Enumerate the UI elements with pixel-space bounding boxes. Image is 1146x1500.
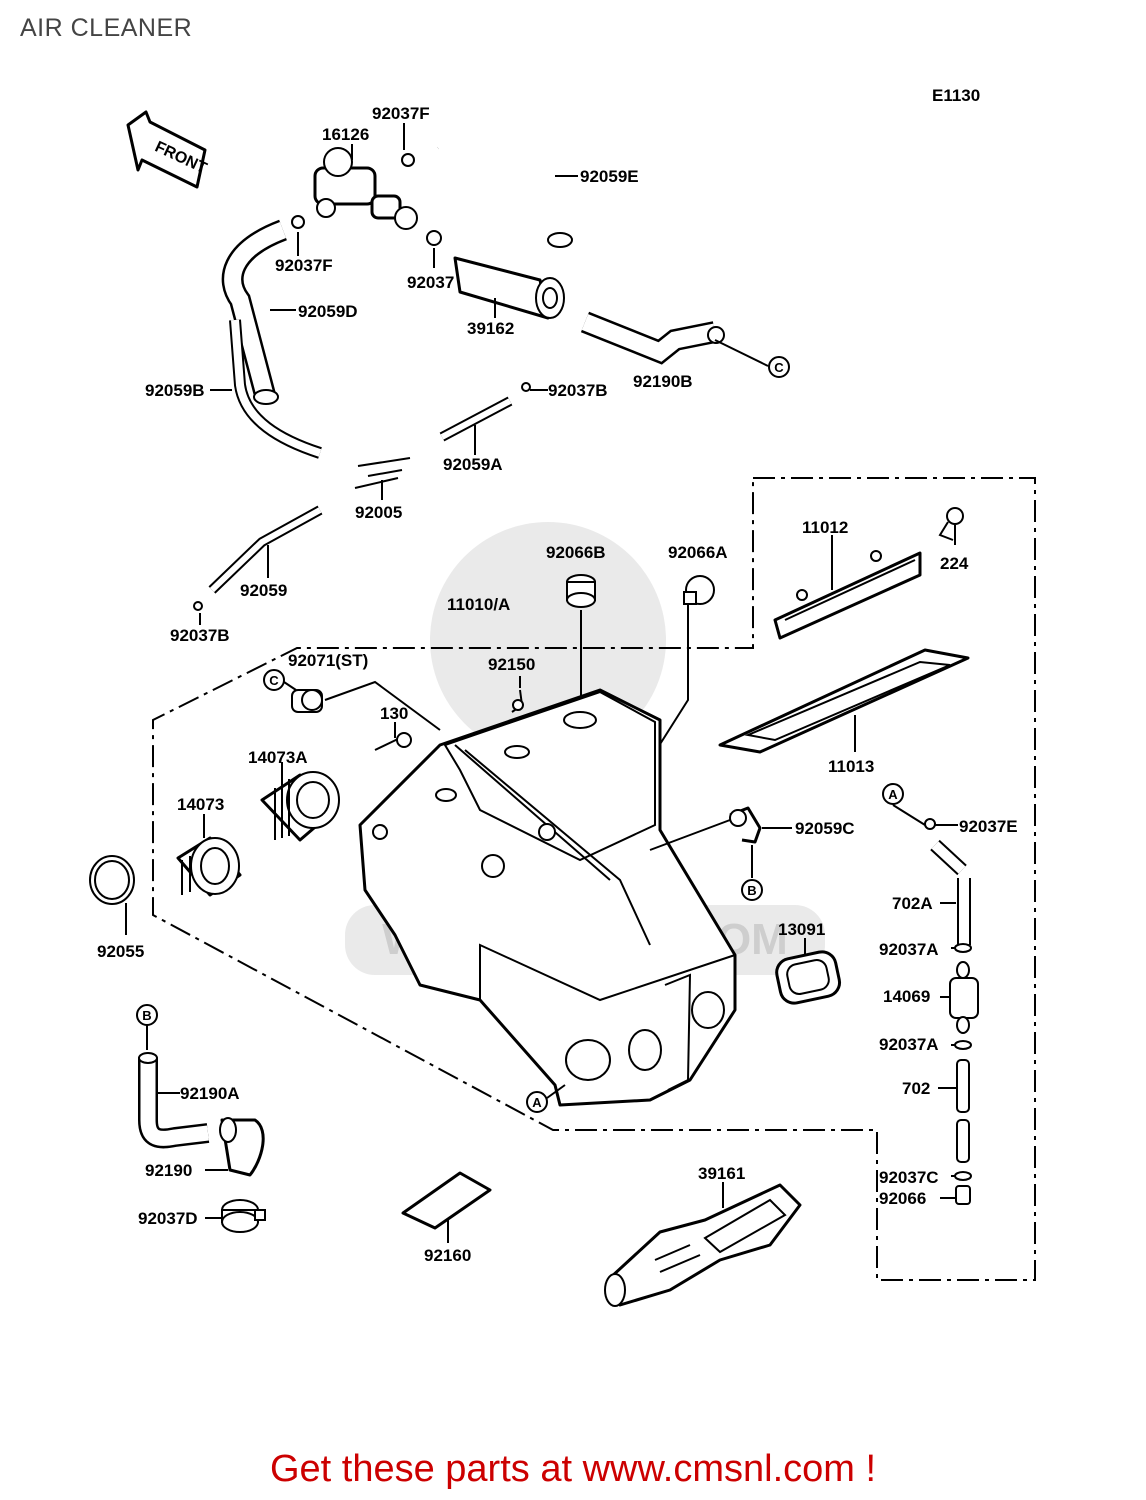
ref-C-upper: C	[768, 356, 790, 378]
label-92055: 92055	[97, 942, 144, 961]
air-cleaner-housing	[358, 688, 737, 1107]
valve-16126	[313, 147, 418, 230]
duct-39161	[604, 1182, 802, 1307]
elbow-92059C	[649, 806, 792, 878]
label-92059C: 92059C	[795, 819, 855, 838]
label-92059A: 92059A	[443, 455, 503, 474]
label-702: 702	[902, 1079, 930, 1098]
label-92150: 92150	[488, 655, 535, 674]
label-92037D: 92037D	[138, 1209, 198, 1228]
plate-92160	[401, 1171, 492, 1243]
label-16126: 16126	[322, 125, 369, 144]
drain-chain	[892, 804, 979, 1205]
lower-left-hoses	[138, 1025, 266, 1233]
label-92037C: 92037C	[879, 1168, 939, 1187]
pad-13091	[775, 938, 842, 1005]
ring-92055	[89, 855, 135, 935]
label-92190: 92190	[145, 1161, 192, 1180]
duct-14073A	[260, 762, 340, 842]
ref-C-lower: C	[263, 669, 285, 691]
label-92037F-top: 92037F	[372, 104, 430, 123]
label-92037B-low: 92037B	[170, 626, 230, 645]
label-702A: 702A	[892, 894, 933, 913]
label-92066A: 92066A	[668, 543, 728, 562]
leader-lines	[199, 123, 769, 625]
svg-text:B: B	[142, 1008, 151, 1023]
label-92037F-mid: 92037F	[275, 256, 333, 275]
ref-B-right: B	[741, 879, 763, 901]
cap-92066A	[649, 575, 715, 761]
upper-hose-group	[193, 120, 725, 611]
label-92190B: 92190B	[633, 372, 693, 391]
element-11013	[718, 648, 970, 754]
grommet-92071	[291, 680, 441, 731]
duct-14073	[176, 814, 242, 897]
ref-A-upper: A	[882, 783, 904, 805]
label-92190A: 92190A	[180, 1084, 240, 1103]
label-92059: 92059	[240, 581, 287, 600]
label-92059E: 92059E	[580, 167, 639, 186]
label-14073A: 14073A	[248, 748, 308, 767]
svg-text:A: A	[888, 787, 898, 802]
ref-B-left: B	[136, 1004, 158, 1026]
label-92160: 92160	[424, 1246, 471, 1265]
bracket-11012	[773, 535, 922, 640]
label-13091: 13091	[778, 920, 825, 939]
label-92066: 92066	[879, 1189, 926, 1208]
label-14073: 14073	[177, 795, 224, 814]
clamp-92037F-top	[401, 153, 415, 167]
label-92037E: 92037E	[959, 817, 1018, 836]
label-92005: 92005	[355, 503, 402, 522]
label-92037: 92037	[407, 273, 454, 292]
diagram-code: E1130	[932, 86, 980, 105]
screw-224	[938, 507, 964, 545]
label-224: 224	[940, 554, 969, 573]
label-92037B-top: 92037B	[548, 381, 608, 400]
page-title: AIR CLEANER	[20, 14, 193, 42]
bolt-130	[374, 722, 412, 751]
part-labels: 92037F 16126 92059E 92037F 92037 92059D …	[97, 104, 1018, 1265]
svg-text:B: B	[747, 883, 756, 898]
label-92037A-1: 92037A	[879, 940, 939, 959]
label-92059D: 92059D	[298, 302, 358, 321]
assembly-outline	[152, 477, 1036, 1281]
promo-link[interactable]: Get these parts at www.cmsnl.com !	[269, 1448, 877, 1490]
label-130: 130	[380, 704, 408, 723]
label-11010A: 11010/A	[447, 595, 510, 614]
front-arrow: FRONT	[126, 110, 209, 189]
ref-A-lower: A	[526, 1091, 548, 1113]
label-11013: 11013	[828, 757, 874, 776]
clamp-92037	[426, 230, 442, 246]
label-92059B: 92059B	[145, 381, 205, 400]
svg-text:C: C	[774, 360, 784, 375]
label-92066B: 92066B	[546, 543, 606, 562]
label-92037A-2: 92037A	[879, 1035, 939, 1054]
screw-92150	[511, 676, 524, 713]
label-39161: 39161	[698, 1164, 745, 1183]
svg-text:A: A	[532, 1095, 542, 1110]
svg-text:C: C	[269, 673, 279, 688]
filter-39162	[453, 256, 565, 320]
label-39162: 39162	[467, 319, 514, 338]
clamp-92037F-mid	[291, 215, 305, 229]
label-92071ST: 92071(ST)	[288, 651, 368, 670]
label-14069: 14069	[883, 987, 930, 1006]
label-11012: 11012	[802, 518, 848, 537]
